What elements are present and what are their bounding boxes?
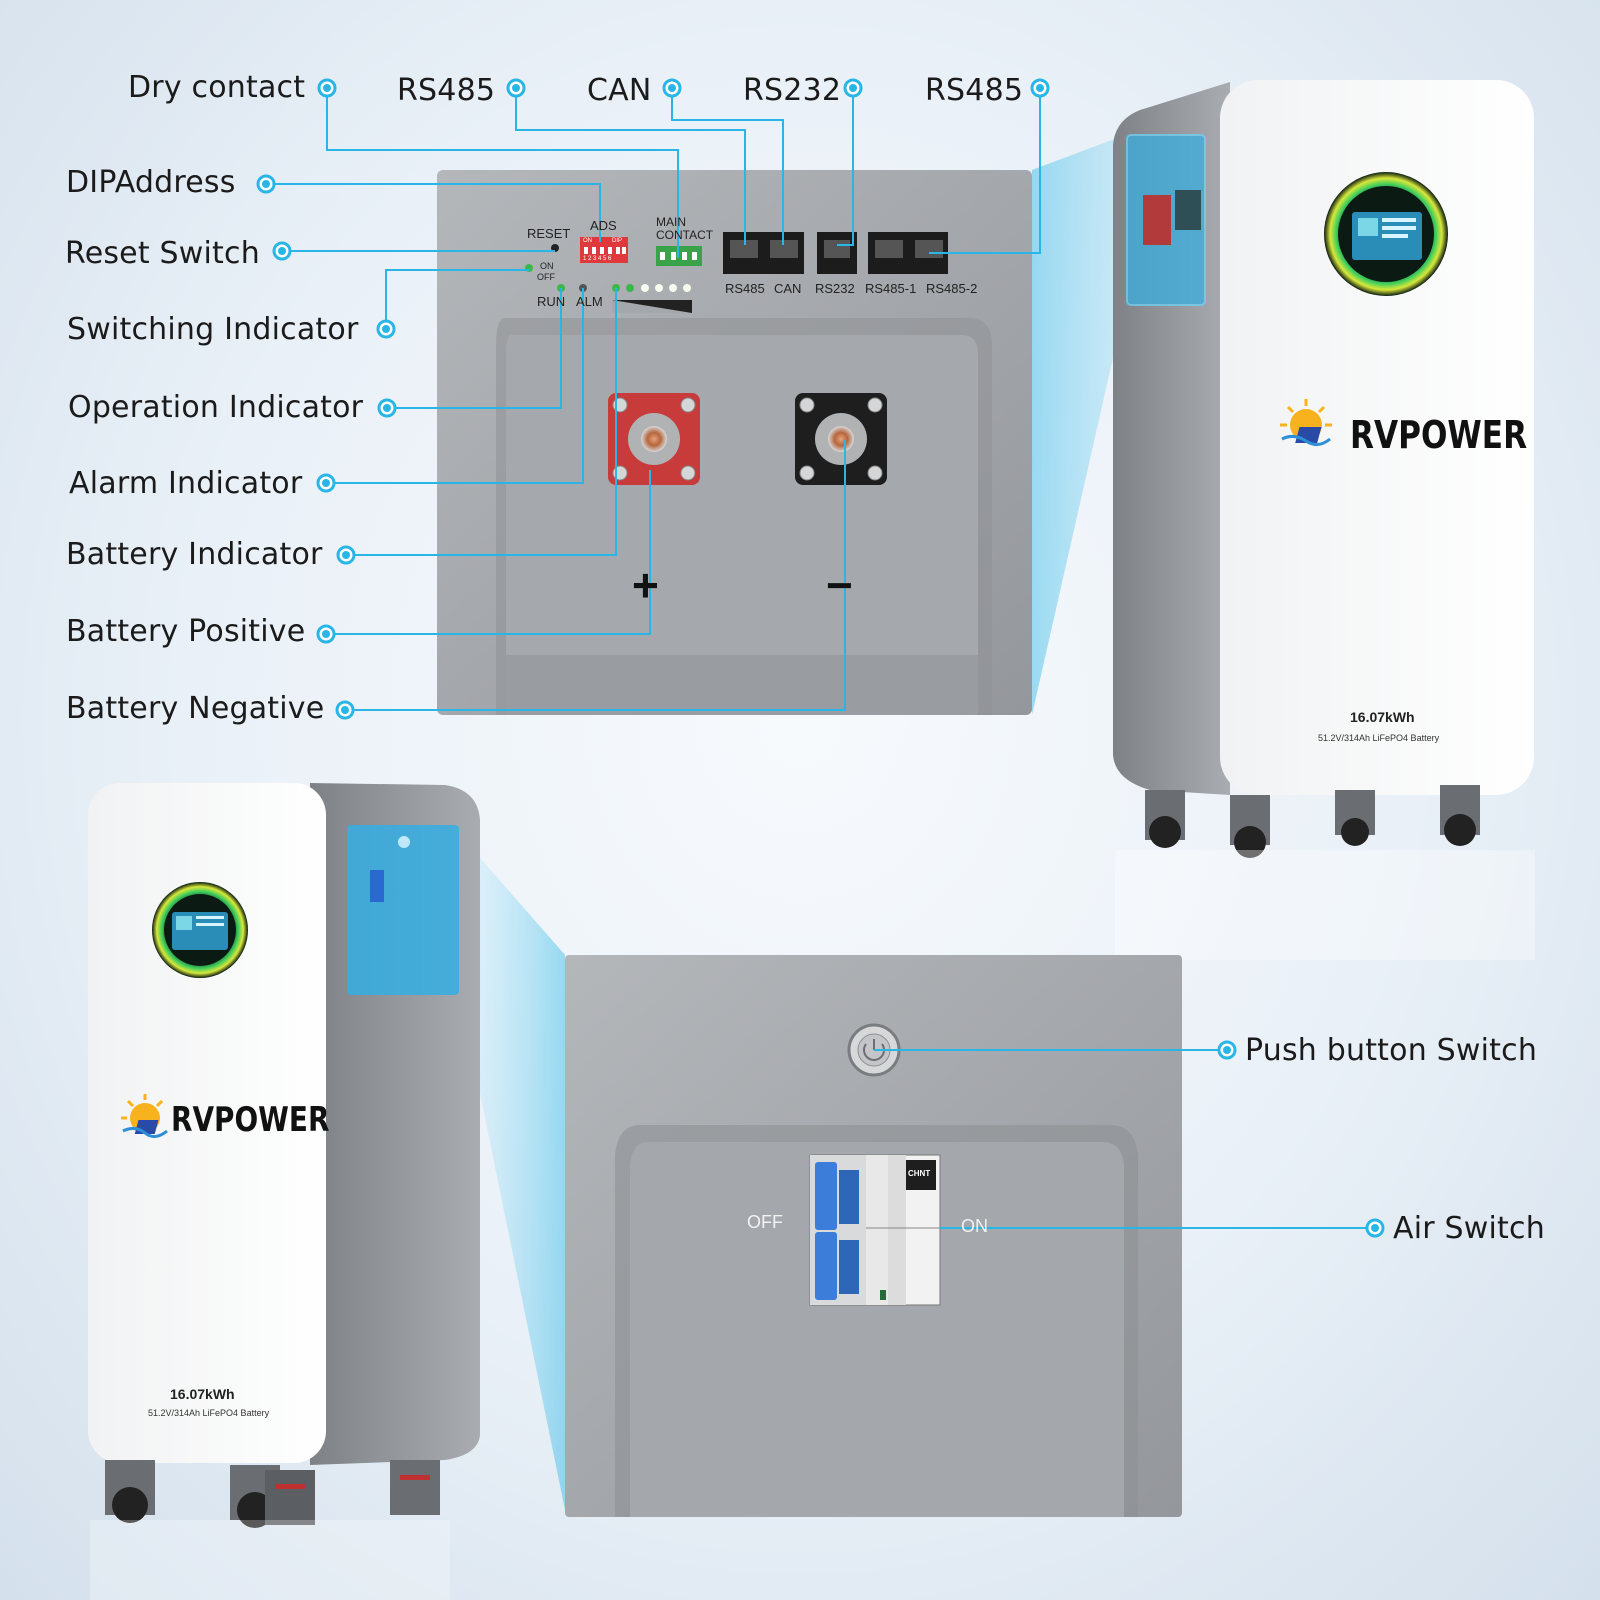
- zoom-beam-bottom: [460, 835, 565, 1510]
- right-capacity: 16.07kWh: [1350, 709, 1415, 725]
- right-spec: 51.2V/314Ah LiFePO4 Battery: [1318, 733, 1440, 743]
- mark-port-rs485-1: RS485-1: [865, 281, 917, 296]
- left-capacity: 16.07kWh: [170, 1386, 235, 1402]
- label-battery-negative: Battery Negative: [66, 691, 325, 726]
- mark-port-rs232: RS232: [815, 281, 855, 296]
- mark-port-can: CAN: [774, 281, 802, 296]
- mark-main: MAIN: [656, 215, 686, 229]
- left-battery-front: [88, 783, 326, 1463]
- left-brand-name: RVPOWER: [171, 1100, 330, 1140]
- label-dry-contact: Dry contact: [128, 70, 306, 105]
- mark-ads: ADS: [590, 218, 617, 233]
- mark-dip-numbers: 1 2 3 4 5 6: [583, 256, 612, 262]
- mark-breaker-on: ON: [961, 1216, 988, 1236]
- label-rs232: RS232: [743, 73, 842, 108]
- label-rs485-b: RS485: [925, 73, 1024, 108]
- mark-run: RUN: [537, 294, 566, 309]
- right-brand-logo: [1280, 399, 1332, 446]
- breaker-brand: CHNT: [908, 1169, 931, 1178]
- right-battery-front: [1220, 80, 1534, 795]
- left-battery-wheels: [105, 1460, 440, 1528]
- right-brand-name: RVPOWER: [1350, 413, 1528, 457]
- left-brand-logo: [121, 1094, 168, 1138]
- label-rs485-a: RS485: [397, 73, 496, 108]
- mark-breaker-off: OFF: [747, 1212, 783, 1232]
- label-reset-switch: Reset Switch: [65, 236, 260, 271]
- label-dip-address: DIPAddress: [66, 165, 236, 200]
- mark-dip-label: DIP: [612, 238, 623, 244]
- left-battery-port-window: [347, 825, 459, 995]
- label-air-switch: Air Switch: [1393, 1211, 1545, 1246]
- mark-port-rs485-2: RS485-2: [926, 281, 978, 296]
- mark-plus: +: [632, 559, 659, 611]
- label-switching-indicator: Switching Indicator: [67, 312, 359, 347]
- label-can: CAN: [587, 73, 652, 108]
- mark-contact: CONTACT: [656, 228, 714, 242]
- mark-off: OFF: [537, 272, 555, 282]
- label-battery-positive: Battery Positive: [66, 614, 306, 649]
- left-spec: 51.2V/314Ah LiFePO4 Battery: [148, 1408, 270, 1418]
- mark-alm: ALM: [576, 294, 603, 309]
- label-battery-indicator: Battery Indicator: [66, 537, 323, 572]
- mark-dip-on: ON: [583, 238, 592, 244]
- label-operation-indicator: Operation Indicator: [68, 390, 364, 425]
- mark-reset: RESET: [527, 226, 571, 241]
- right-battery-wheels: [1145, 785, 1480, 858]
- mark-minus: −: [826, 559, 853, 611]
- label-alarm-indicator: Alarm Indicator: [69, 466, 303, 501]
- mark-port-rs485: RS485: [725, 281, 765, 296]
- mark-on: ON: [540, 261, 554, 271]
- label-push-button-switch: Push button Switch: [1245, 1033, 1538, 1068]
- callout-lines: [266, 88, 1375, 1229]
